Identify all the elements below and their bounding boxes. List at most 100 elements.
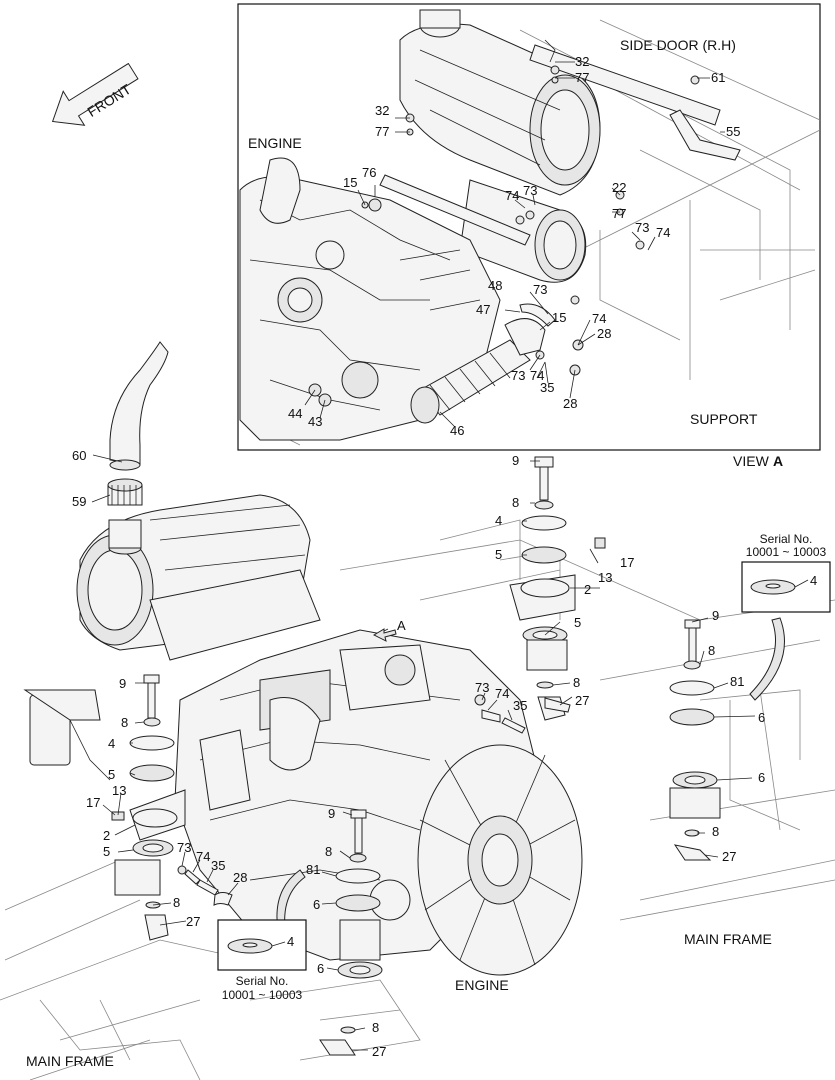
main-dpf [76, 494, 321, 661]
front-arrow [51, 62, 139, 126]
callout-28-a: 28 [597, 326, 611, 341]
label-inset-engine: ENGINE [248, 135, 302, 151]
view-a-marker: A [397, 618, 406, 633]
main-view: FRONT [0, 62, 835, 1080]
callout-27-front: 27 [372, 1044, 386, 1059]
callout-46: 46 [450, 423, 464, 438]
callout-43: 43 [308, 414, 322, 429]
callout-2-rear: 2 [584, 582, 591, 597]
callout-73-c: 73 [533, 282, 547, 297]
label-view: VIEW [733, 453, 770, 469]
callout-81-right: 81 [730, 674, 744, 689]
label-main-frame-right: MAIN FRAME [684, 931, 772, 947]
callout-81-front: 81 [306, 862, 320, 877]
callout-13-rear: 13 [598, 570, 612, 585]
callout-6-right-bottom: 6 [758, 770, 765, 785]
mount-stack-right [669, 619, 721, 861]
oil-filter [23, 689, 111, 781]
callout-73-left: 73 [177, 840, 191, 855]
serial-box-left-part: 4 [287, 934, 294, 949]
callout-8-front-bottom: 8 [372, 1020, 379, 1035]
callout-61: 61 [711, 70, 725, 85]
callout-76: 76 [362, 165, 376, 180]
label-side-door: SIDE DOOR (R.H) [620, 37, 736, 53]
inset-catalyst [459, 179, 587, 283]
callout-74-d: 74 [530, 368, 544, 383]
callout-6-front-top: 6 [313, 897, 320, 912]
callout-77-c: 77 [612, 206, 626, 221]
serial-box-right-part: 4 [810, 573, 817, 588]
callout-9-right: 9 [712, 608, 719, 623]
callout-5-rear-top: 5 [495, 547, 502, 562]
callout-35-center: 35 [513, 698, 527, 713]
callout-15-b: 15 [552, 310, 566, 325]
callout-44: 44 [288, 406, 302, 421]
serial-box-left-range: 10001 ~ 10003 [222, 988, 303, 1002]
callout-73-d: 73 [511, 368, 525, 383]
callout-73-b: 73 [635, 220, 649, 235]
callout-5-rear-bottom: 5 [574, 615, 581, 630]
serial-box-left-title: Serial No. [236, 974, 289, 988]
callout-9-left: 9 [119, 676, 126, 691]
callout-32-a: 32 [575, 54, 589, 69]
callout-27-right: 27 [722, 849, 736, 864]
callout-2-left: 2 [103, 828, 110, 843]
callout-73-a: 73 [523, 183, 537, 198]
callout-74-left: 74 [196, 849, 210, 864]
callout-28-left: 28 [233, 870, 247, 885]
callout-6-front-bottom: 6 [317, 961, 324, 976]
callout-73-center: 73 [475, 680, 489, 695]
callout-77-b: 77 [375, 124, 389, 139]
inset-bracket [379, 39, 741, 246]
callout-35-inset: 35 [540, 380, 554, 395]
label-main-engine: ENGINE [455, 977, 509, 993]
callout-22: 22 [612, 180, 626, 195]
mount-stack-left [111, 674, 186, 941]
callout-74-b: 74 [656, 225, 670, 240]
callout-17-left: 17 [86, 795, 100, 810]
main-leaders [91, 454, 756, 1051]
inset-engine [239, 157, 501, 441]
callout-8-right-top: 8 [708, 643, 715, 658]
callout-15-a: 15 [343, 175, 357, 190]
fan [417, 744, 583, 976]
callout-5-left-bottom: 5 [103, 844, 110, 859]
callout-74-c: 74 [592, 311, 606, 326]
callout-8-rear-bottom: 8 [573, 675, 580, 690]
serial-box-right: 4 Serial No. 10001 ~ 10003 [741, 532, 831, 613]
callout-8-left-bottom: 8 [173, 895, 180, 910]
callout-5-left-top: 5 [108, 767, 115, 782]
inset-view-a: SIDE DOOR (R.H) ENGINE SUPPORT VIEW A 32… [237, 3, 821, 469]
callout-74-center: 74 [495, 686, 509, 701]
callout-48: 48 [488, 278, 502, 293]
inset-leaders [304, 61, 725, 428]
serial-box-left: 4 Serial No. 10001 ~ 10003 [217, 919, 307, 1002]
serial-box-right-range: 10001 ~ 10003 [746, 545, 827, 559]
callout-32-b: 32 [375, 103, 389, 118]
inset-hardware [308, 65, 700, 407]
callout-8-front-top: 8 [325, 844, 332, 859]
inset-flex-pipe [410, 318, 546, 424]
callout-27-left: 27 [186, 914, 200, 929]
view-a-arrow-icon [372, 628, 397, 642]
callout-4-rear: 4 [495, 513, 502, 528]
exhaust-pipe [107, 341, 169, 506]
callout-74-a: 74 [505, 188, 519, 203]
callout-6-right-top: 6 [758, 710, 765, 725]
serial-box-right-title: Serial No. [760, 532, 813, 546]
callout-47: 47 [476, 302, 490, 317]
label-support: SUPPORT [690, 411, 758, 427]
callout-60: 60 [72, 448, 86, 463]
label-main-frame-left: MAIN FRAME [26, 1053, 114, 1069]
callout-55: 55 [726, 124, 740, 139]
callout-13-left: 13 [112, 783, 126, 798]
callout-8-left-top: 8 [121, 715, 128, 730]
main-frame [0, 519, 835, 1080]
callout-17-rear: 17 [620, 555, 634, 570]
label-view-letter: A [773, 453, 783, 469]
arrow-to-serial-box-right [749, 617, 785, 701]
callout-8-rear: 8 [512, 495, 519, 510]
callout-35-left: 35 [211, 858, 225, 873]
callout-8-right-bottom: 8 [712, 824, 719, 839]
callout-77-a: 77 [575, 70, 589, 85]
